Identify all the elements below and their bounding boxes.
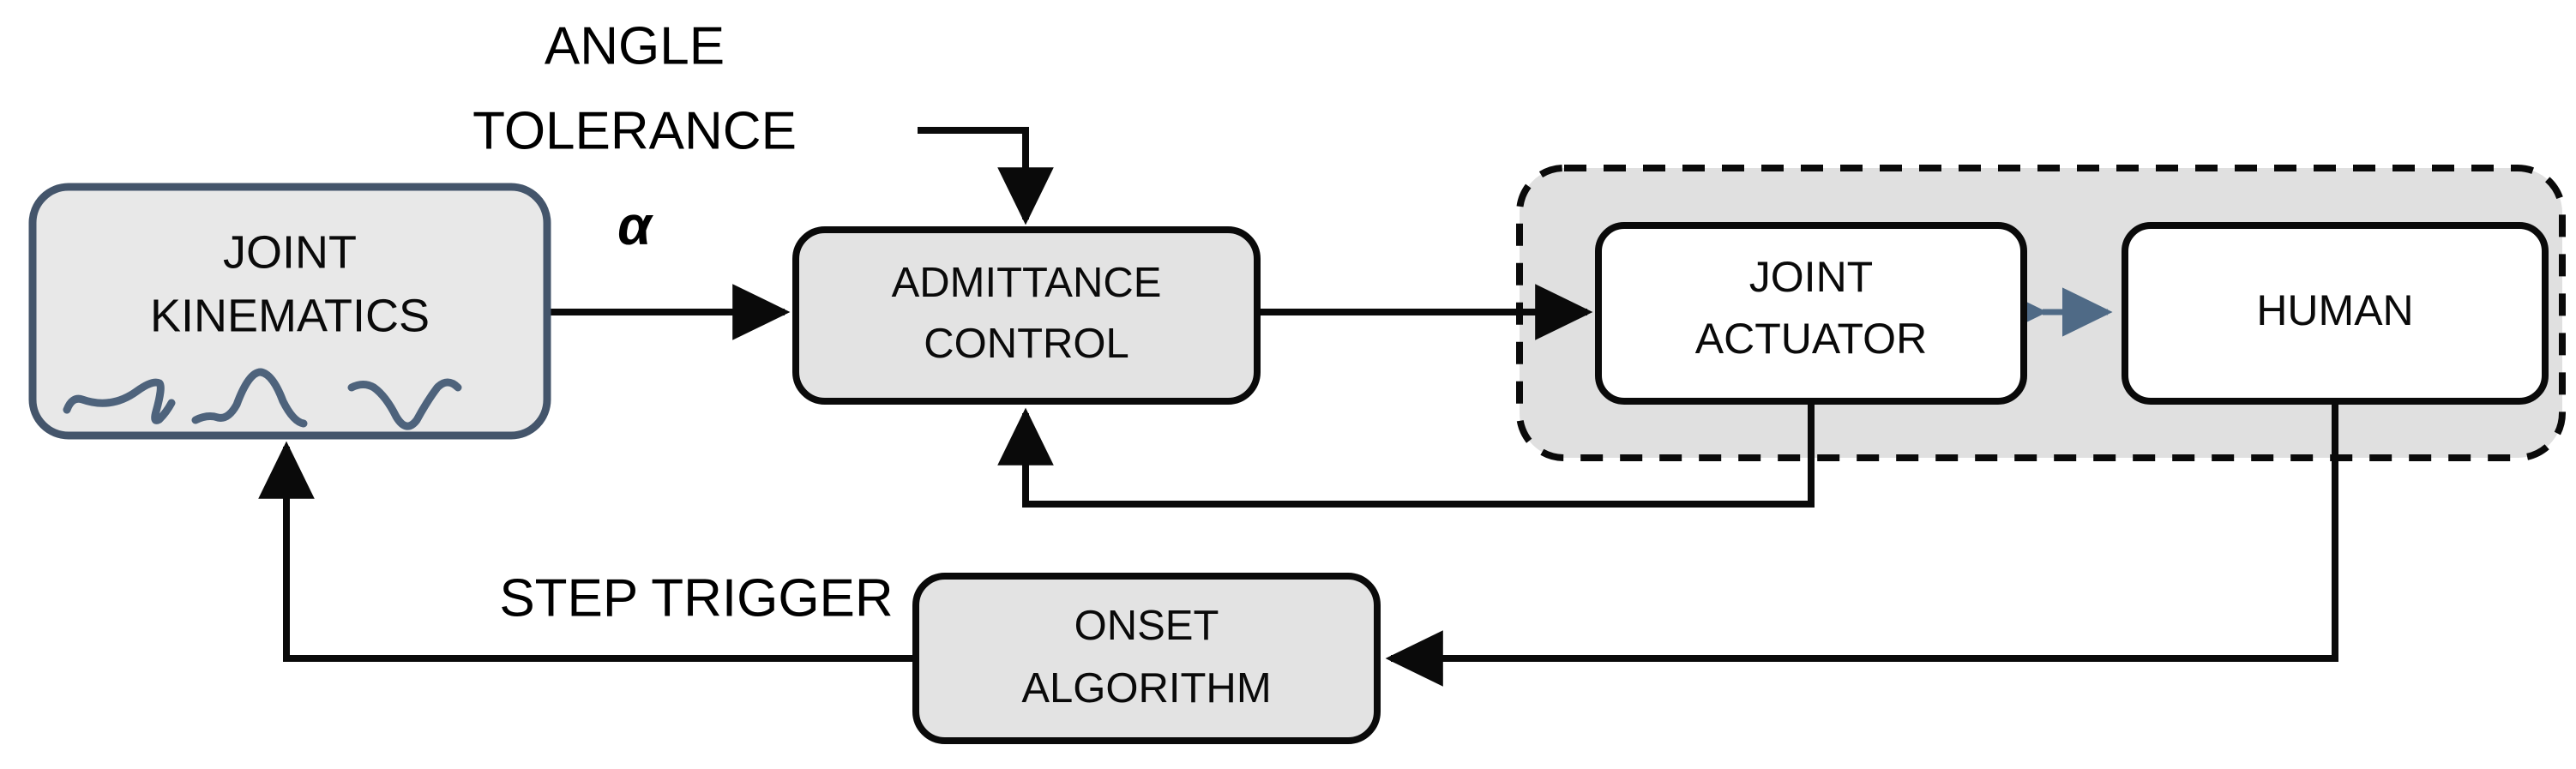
connector-angle-tolerance-to-admittance bbox=[918, 127, 1054, 225]
block-label-line-1: ONSET bbox=[1074, 603, 1219, 649]
block-label-line-1: ADMITTANCE bbox=[892, 260, 1162, 306]
block-outline bbox=[912, 573, 1381, 744]
connector-onset-to-kinematics bbox=[258, 441, 916, 662]
block-outline bbox=[792, 226, 1261, 405]
block-label-line-2: ALGORITHM bbox=[1021, 665, 1271, 712]
block-joint-kinematics[interactable]: JOINT KINEMATICS bbox=[28, 183, 551, 440]
block-joint-actuator[interactable]: JOINT ACTUATOR bbox=[1595, 222, 2027, 405]
block-human[interactable]: HUMAN bbox=[2122, 222, 2549, 405]
block-label-line-1: HUMAN bbox=[2256, 286, 2413, 334]
block-admittance-control[interactable]: ADMITTANCE CONTROL bbox=[792, 226, 1261, 405]
block-label-line-2: CONTROL bbox=[924, 321, 1129, 367]
block-label-line-2: KINEMATICS bbox=[150, 290, 430, 341]
step-trigger-label: STEP TRIGGER bbox=[499, 568, 893, 628]
block-label-line-2: ACTUATOR bbox=[1695, 315, 1927, 363]
block-outline bbox=[28, 183, 551, 440]
arrow-line bbox=[258, 441, 916, 662]
arrow-line bbox=[918, 127, 1054, 225]
block-outline bbox=[1595, 222, 2027, 405]
connector-human-to-onset bbox=[1385, 401, 2338, 687]
arrow-line bbox=[997, 401, 1815, 508]
connector-actuator-feedback-to-admittance bbox=[997, 401, 1815, 508]
block-outline bbox=[2122, 222, 2549, 405]
waveform-curve-2 bbox=[191, 368, 308, 428]
waveform-group bbox=[63, 368, 462, 430]
alpha-symbol-label: α bbox=[617, 195, 653, 256]
arrow-line bbox=[1385, 401, 2338, 687]
angle-tolerance-line-2: TOLERANCE bbox=[472, 101, 797, 160]
waveform-curve-3 bbox=[347, 378, 462, 430]
block-onset-algorithm[interactable]: ONSET ALGORITHM bbox=[912, 573, 1381, 744]
block-label-line-1: JOINT bbox=[1749, 253, 1873, 301]
block-label-line-1: JOINT bbox=[223, 226, 357, 278]
label-angle-tolerance: ANGLE TOLERANCE bbox=[472, 16, 797, 160]
waveform-curve-1 bbox=[63, 378, 176, 424]
angle-tolerance-line-1: ANGLE bbox=[545, 16, 725, 75]
